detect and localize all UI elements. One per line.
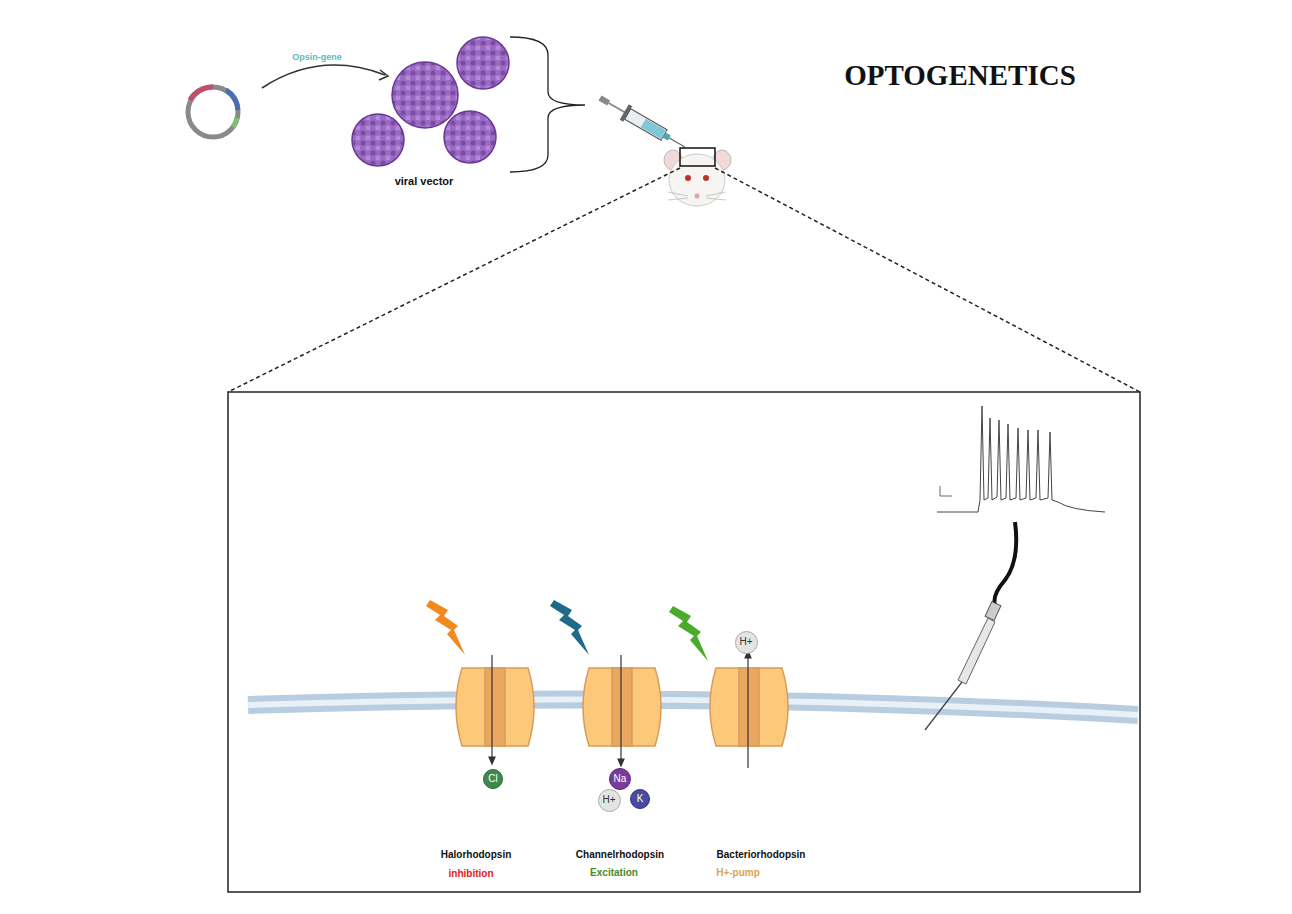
opsin-name: Halorhodopsin [441, 849, 512, 860]
ion-symbol: H+ [739, 637, 752, 647]
opsin-name: Bacteriorhodopsin [717, 849, 806, 860]
effect-label: H+-pump [716, 867, 760, 878]
ion-circle: Cl [483, 769, 503, 789]
diagram-title: OPTOGENETICS [844, 59, 1076, 92]
gene-label: Opsin-gene [292, 52, 342, 62]
vector-label: viral vector [395, 175, 454, 187]
ion-circle: Na [609, 768, 631, 790]
ion-circle: H+ [598, 789, 621, 812]
effect-label: Excitation [590, 867, 638, 878]
ion-circle: H+ [735, 631, 758, 654]
ion-symbol: Cl [488, 774, 497, 784]
opsin-name: Channelrhodopsin [576, 849, 664, 860]
ion-symbol: Na [614, 774, 627, 784]
ion-symbol: K [637, 794, 644, 804]
effect-label: inhibition [449, 868, 494, 879]
ion-circle: K [630, 789, 650, 809]
ion-symbol: H+ [602, 795, 615, 805]
